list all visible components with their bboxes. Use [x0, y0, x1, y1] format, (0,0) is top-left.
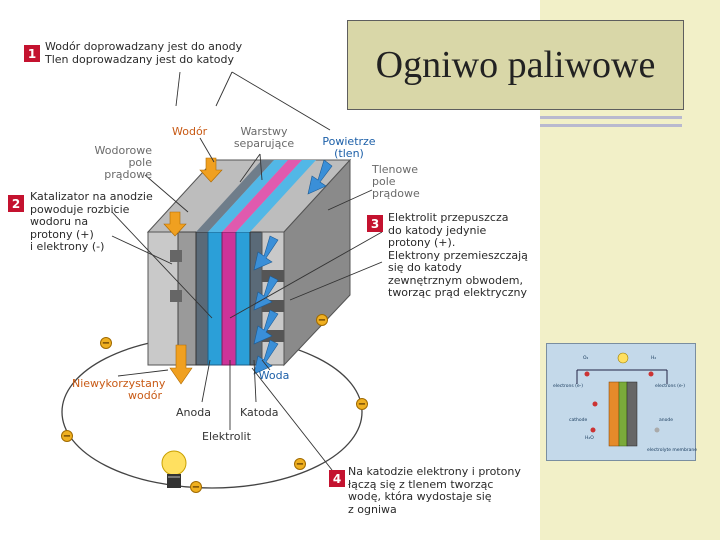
electron-marker: − — [100, 337, 112, 349]
electron-marker: − — [190, 481, 202, 493]
thumb-label: electrons (e-) — [553, 384, 583, 389]
label-anode: Anoda — [176, 407, 211, 419]
label-electrolyte: Elektrolit — [202, 431, 251, 443]
label-unused-hydrogen: Niewykorzystany wodór — [72, 378, 162, 402]
label-water: Woda — [254, 370, 294, 382]
step-badge-3: 3 — [367, 215, 383, 232]
anode-layer — [196, 232, 208, 365]
electrolyte-blue-layer — [236, 232, 250, 365]
step-4-text: Na katodzie elektrony i protony łączą si… — [348, 466, 521, 516]
thumb-label: electrons (e-) — [655, 384, 685, 389]
band-stripe — [540, 116, 682, 119]
band-stripe — [540, 124, 682, 127]
label-hydrogen: Wodór — [172, 126, 207, 138]
fuel-cell-thumbnail: electrons (e-) electrons (e-) cathode an… — [546, 343, 696, 461]
step-badge-4: 4 — [329, 470, 345, 487]
light-bulb-icon — [162, 451, 186, 488]
thumb-label: O₂ — [583, 356, 588, 361]
thumb-label: anode — [659, 418, 673, 423]
label-air-oxygen: Powietrze (tlen) — [316, 136, 382, 160]
electron-marker: − — [356, 398, 368, 410]
electron-marker: − — [61, 430, 73, 442]
label-cathode: Katoda — [240, 407, 279, 419]
electrolyte-magenta-layer — [222, 232, 236, 365]
label-separating-layers: Warstwy separujące — [228, 126, 300, 150]
thumb-label: H₂ — [651, 356, 656, 361]
electron-marker: − — [294, 458, 306, 470]
step-badge-2: 2 — [8, 195, 24, 212]
label-oxygen-flow-field: Tlenowe pole prądowe — [372, 164, 432, 200]
step-badge-1: 1 — [24, 45, 40, 62]
label-hydrogen-flow-field: Wodorowe pole prądowe — [86, 145, 152, 181]
thumb-label: H₂O — [585, 436, 594, 441]
thumb-label: electrolyte membrane — [647, 448, 697, 453]
thumb-label: cathode — [569, 418, 587, 423]
step-3-text: Elektrolit przepuszcza do katody jedynie… — [388, 212, 528, 300]
electrolyte-blue-layer — [208, 232, 222, 365]
step-2-text: Katalizator na anodzie powoduje rozbicie… — [30, 191, 153, 254]
step-1-text: Wodór doprowadzany jest do anody Tlen do… — [45, 41, 242, 66]
electron-marker: − — [316, 314, 328, 326]
